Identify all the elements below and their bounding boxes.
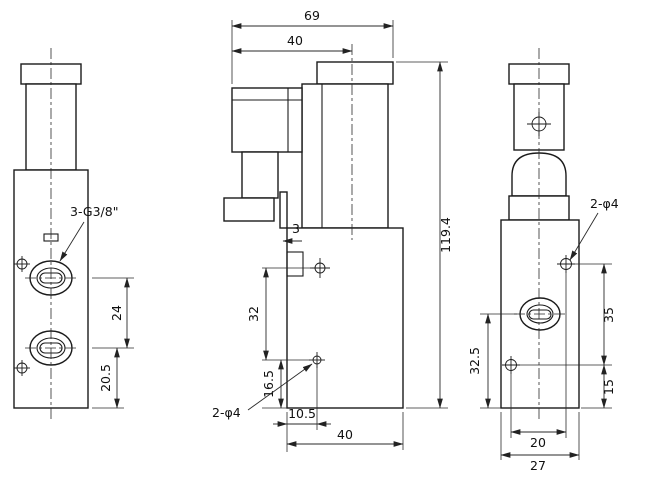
connector-stem	[241, 151, 279, 199]
leader-hole-callout	[247, 363, 313, 411]
dim-port-to-bottom: 32.5	[467, 347, 482, 375]
hole-mark-lower	[309, 352, 325, 368]
port-thread-label: 3-G3/8"	[70, 204, 118, 219]
dimensions-right-view: 2-φ4 35 15 32.5 20 27	[467, 196, 619, 473]
body-step	[279, 191, 288, 229]
dimensions-front-view: 69 40 119.4 3 32 16.5 10	[212, 8, 453, 452]
view-left-side: 24 20.5 3-G3/8"	[13, 48, 134, 420]
dim-body-width: 27	[530, 458, 546, 473]
dim-hole-spacing-vertical: 35	[601, 307, 616, 323]
dim-port-to-bottom: 20.5	[98, 364, 113, 392]
hole-mark-upper	[310, 258, 330, 278]
mounting-hole-lower	[502, 356, 520, 374]
dim-hole-offset: 10.5	[288, 406, 316, 421]
dim-overall-height: 119.4	[438, 217, 453, 253]
dim-hole-to-bottom: 15	[601, 379, 616, 395]
side-port	[286, 251, 304, 277]
din-connector-block	[231, 87, 303, 153]
dim-step: 3	[292, 221, 300, 236]
view-right-side: 2-φ4 35 15 32.5 20 27	[467, 48, 619, 473]
mounting-hole-mark-upper	[14, 256, 30, 272]
dim-hole-to-bottom: 16.5	[261, 370, 276, 398]
leader-port-thread	[59, 221, 85, 262]
dim-port-spacing: 24	[109, 305, 124, 321]
valve-body	[286, 227, 404, 409]
dim-body-width: 40	[337, 427, 353, 442]
dimensions-left-view: 24 20.5 3-G3/8"	[59, 204, 134, 409]
hole-callout-label: 2-φ4	[212, 405, 241, 420]
cable-gland-knurled	[223, 197, 275, 222]
mounting-hole-mark-lower	[14, 360, 30, 376]
dim-overall-width: 69	[304, 8, 320, 23]
leader-hole-callout	[569, 212, 599, 261]
dim-solenoid-axis: 40	[287, 33, 303, 48]
solenoid-cap-knurled	[316, 61, 394, 85]
hole-callout-label: 2-φ4	[590, 196, 619, 211]
mounting-hole-upper	[557, 255, 575, 273]
dim-hole-spacing: 32	[246, 306, 261, 322]
solenoid-coil	[301, 83, 389, 229]
dim-hole-spacing-horizontal: 20	[530, 435, 546, 450]
view-front: 69 40 119.4 3 32 16.5 10	[212, 8, 453, 452]
